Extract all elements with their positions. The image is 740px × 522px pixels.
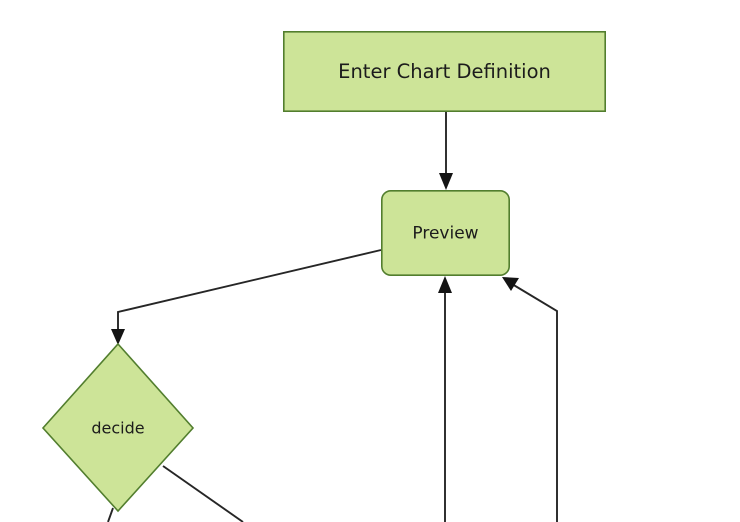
node-label-enter-chart-definition: Enter Chart Definition [338, 60, 551, 83]
node-preview[interactable]: Preview [380, 190, 510, 277]
node-diamond[interactable] [41, 342, 195, 513]
node-label-decide: decide [91, 419, 144, 438]
node-rectangle[interactable] [282, 30, 606, 113]
edge-return-right-to-preview [502, 277, 558, 522]
edge-enter-to-preview [439, 112, 453, 190]
arrowhead-icon [439, 173, 453, 190]
edge-preview-to-decide [111, 249, 382, 345]
edge-line [117, 249, 382, 334]
edge-line [511, 283, 558, 522]
edge-return-center-to-preview [438, 276, 452, 522]
arrowhead-icon [438, 276, 452, 293]
arrowhead-icon [111, 329, 125, 345]
edge-decide-out-right [162, 465, 244, 522]
edge-line [107, 507, 114, 522]
arrowhead-icon [502, 277, 519, 291]
node-label-preview: Preview [412, 224, 478, 244]
edge-decide-out-left [107, 507, 114, 522]
edge-line [162, 465, 244, 522]
node-rounded-rectangle[interactable] [380, 190, 510, 277]
node-enter-chart-definition[interactable]: Enter Chart Definition [282, 30, 606, 113]
node-decide[interactable]: decide [41, 342, 195, 513]
